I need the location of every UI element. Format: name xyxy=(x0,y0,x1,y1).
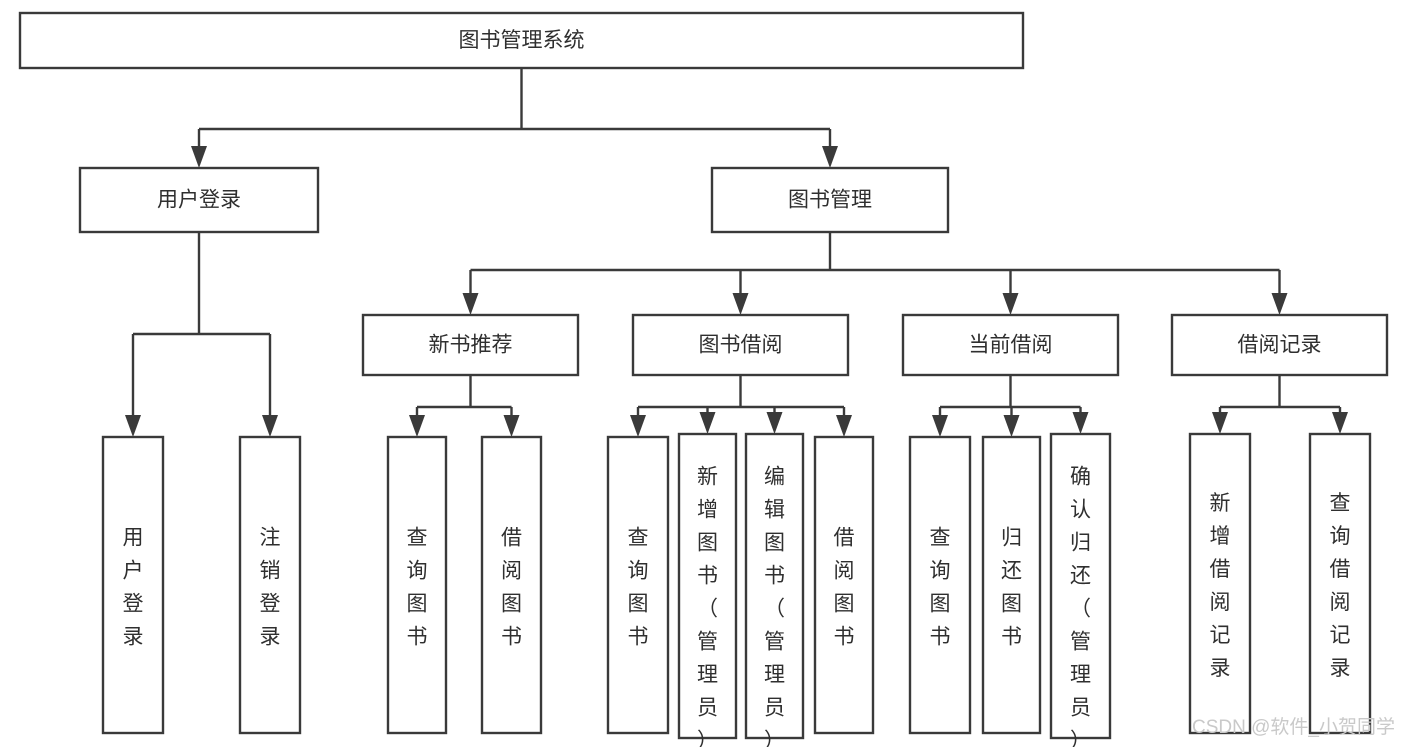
node-label-leaf-confirm-return: 确认归还（管理员） xyxy=(1070,466,1091,747)
node-box-leaf-query-record[interactable] xyxy=(1308,432,1372,735)
node-label-leaf-logout: 注销登录 xyxy=(260,527,281,649)
node-book-management[interactable]: 图书管理 xyxy=(710,166,950,234)
node-box-leaf-query-book-3[interactable] xyxy=(908,435,972,735)
node-leaf-return-book[interactable]: 归还图书 xyxy=(981,435,1042,735)
arrow-book-borrow-2-head-icon xyxy=(766,412,783,434)
node-label-book-borrow: 图书借阅 xyxy=(699,334,783,357)
node-new-book-recommend[interactable]: 新书推荐 xyxy=(361,313,580,377)
node-box-book-borrow[interactable] xyxy=(631,313,850,377)
node-label-leaf-borrow-book-2: 借阅图书 xyxy=(834,527,855,649)
node-leaf-query-book-1[interactable]: 查询图书 xyxy=(386,435,448,735)
arrow-current-borrow-2-head-icon xyxy=(1072,412,1089,434)
node-leaf-user-login[interactable]: 用户登录 xyxy=(101,435,165,735)
node-leaf-add-book[interactable]: 新增图书（管理员） xyxy=(677,432,738,747)
node-leaf-logout[interactable]: 注销登录 xyxy=(238,435,302,735)
node-box-user-login[interactable] xyxy=(78,166,320,234)
node-box-leaf-user-login[interactable] xyxy=(101,435,165,735)
node-root[interactable]: 图书管理系统 xyxy=(18,11,1025,70)
arrow-current-borrow-1-head-icon xyxy=(1003,415,1020,437)
arrow-root-0-head-icon xyxy=(191,146,207,168)
node-leaf-query-record[interactable]: 查询借阅记录 xyxy=(1308,432,1372,735)
watermark-label: CSDN @软件_小贺同学 xyxy=(1192,716,1395,738)
node-box-leaf-return-book[interactable] xyxy=(981,435,1042,735)
node-leaf-borrow-book-2[interactable]: 借阅图书 xyxy=(813,435,875,735)
node-box-root[interactable] xyxy=(18,11,1025,70)
node-book-borrow[interactable]: 图书借阅 xyxy=(631,313,850,377)
node-leaf-query-book-2[interactable]: 查询图书 xyxy=(606,435,670,735)
node-label-borrow-record: 借阅记录 xyxy=(1238,334,1322,357)
node-user-login[interactable]: 用户登录 xyxy=(78,166,320,234)
node-current-borrow[interactable]: 当前借阅 xyxy=(901,313,1120,377)
node-label-leaf-return-book: 归还图书 xyxy=(1001,527,1022,649)
node-box-leaf-borrow-book-2[interactable] xyxy=(813,435,875,735)
node-label-new-book-recommend: 新书推荐 xyxy=(429,334,513,357)
nodes-layer: 图书管理系统用户登录图书管理新书推荐图书借阅当前借阅借阅记录用户登录注销登录查询… xyxy=(18,11,1389,747)
node-label-user-login: 用户登录 xyxy=(157,189,241,212)
node-leaf-borrow-book-1[interactable]: 借阅图书 xyxy=(480,435,543,735)
arrow-book-borrow-3-head-icon xyxy=(836,415,852,437)
node-label-book-management: 图书管理 xyxy=(788,189,872,212)
node-box-leaf-add-book[interactable] xyxy=(677,432,738,740)
node-label-leaf-query-record: 查询借阅记录 xyxy=(1330,492,1351,680)
arrow-book-borrow-0-head-icon xyxy=(630,415,646,437)
node-label-leaf-add-record: 新增借阅记录 xyxy=(1210,492,1231,680)
node-label-leaf-borrow-book-1: 借阅图书 xyxy=(501,527,522,649)
node-label-leaf-query-book-1: 查询图书 xyxy=(407,527,428,649)
node-leaf-add-record[interactable]: 新增借阅记录 xyxy=(1188,432,1252,735)
arrow-new-book-recommend-1-head-icon xyxy=(503,415,520,437)
arrow-root-1-head-icon xyxy=(822,146,838,168)
arrow-book-management-2-head-icon xyxy=(1002,293,1019,315)
node-label-leaf-query-book-2: 查询图书 xyxy=(628,527,649,649)
node-box-book-management[interactable] xyxy=(710,166,950,234)
node-box-leaf-edit-book[interactable] xyxy=(744,432,805,740)
node-box-new-book-recommend[interactable] xyxy=(361,313,580,377)
node-box-leaf-logout[interactable] xyxy=(238,435,302,735)
node-box-leaf-borrow-book-1[interactable] xyxy=(480,435,543,735)
arrow-user-login-1-head-icon xyxy=(262,415,278,437)
arrow-borrow-record-0-head-icon xyxy=(1212,412,1228,434)
arrow-new-book-recommend-0-head-icon xyxy=(409,415,425,437)
arrow-borrow-record-1-head-icon xyxy=(1332,412,1348,434)
arrow-book-management-3-head-icon xyxy=(1271,293,1288,315)
node-box-current-borrow[interactable] xyxy=(901,313,1120,377)
arrow-book-borrow-1-head-icon xyxy=(699,412,716,434)
node-box-leaf-query-book-1[interactable] xyxy=(386,435,448,735)
arrow-book-management-0-head-icon xyxy=(462,293,479,315)
node-box-leaf-query-book-2[interactable] xyxy=(606,435,670,735)
node-label-current-borrow: 当前借阅 xyxy=(969,334,1053,357)
connectors-layer xyxy=(125,68,1348,437)
arrow-current-borrow-0-head-icon xyxy=(932,415,948,437)
node-label-leaf-user-login: 用户登录 xyxy=(123,527,144,649)
node-label-leaf-query-book-3: 查询图书 xyxy=(930,527,951,649)
node-box-borrow-record[interactable] xyxy=(1170,313,1389,377)
node-leaf-query-book-3[interactable]: 查询图书 xyxy=(908,435,972,735)
node-label-leaf-add-book: 新增图书（管理员） xyxy=(697,466,718,747)
arrow-user-login-0-head-icon xyxy=(125,415,141,437)
arrow-book-management-1-head-icon xyxy=(732,293,749,315)
node-box-leaf-add-record[interactable] xyxy=(1188,432,1252,735)
node-borrow-record[interactable]: 借阅记录 xyxy=(1170,313,1389,377)
node-leaf-edit-book[interactable]: 编辑图书（管理员） xyxy=(744,432,805,747)
node-label-root: 图书管理系统 xyxy=(459,29,585,52)
node-label-leaf-edit-book: 编辑图书（管理员） xyxy=(764,466,785,747)
node-leaf-confirm-return[interactable]: 确认归还（管理员） xyxy=(1049,432,1112,747)
node-box-leaf-confirm-return[interactable] xyxy=(1049,432,1112,740)
